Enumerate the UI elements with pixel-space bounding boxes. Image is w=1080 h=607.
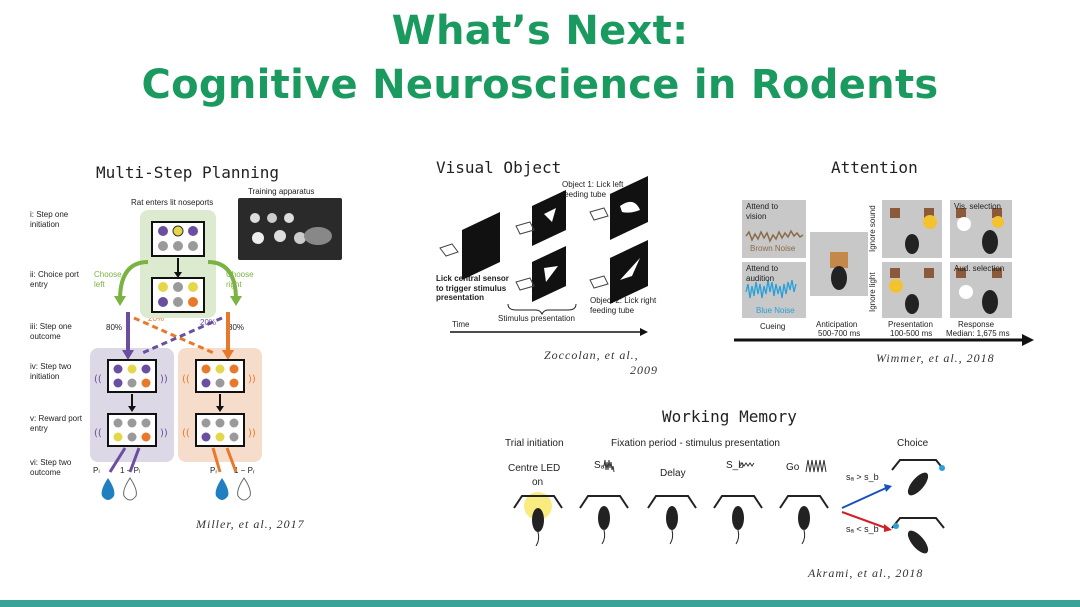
working-memory-citation: Akrami, et al., 2018 [808, 566, 923, 581]
bottom-bar [0, 600, 1080, 607]
